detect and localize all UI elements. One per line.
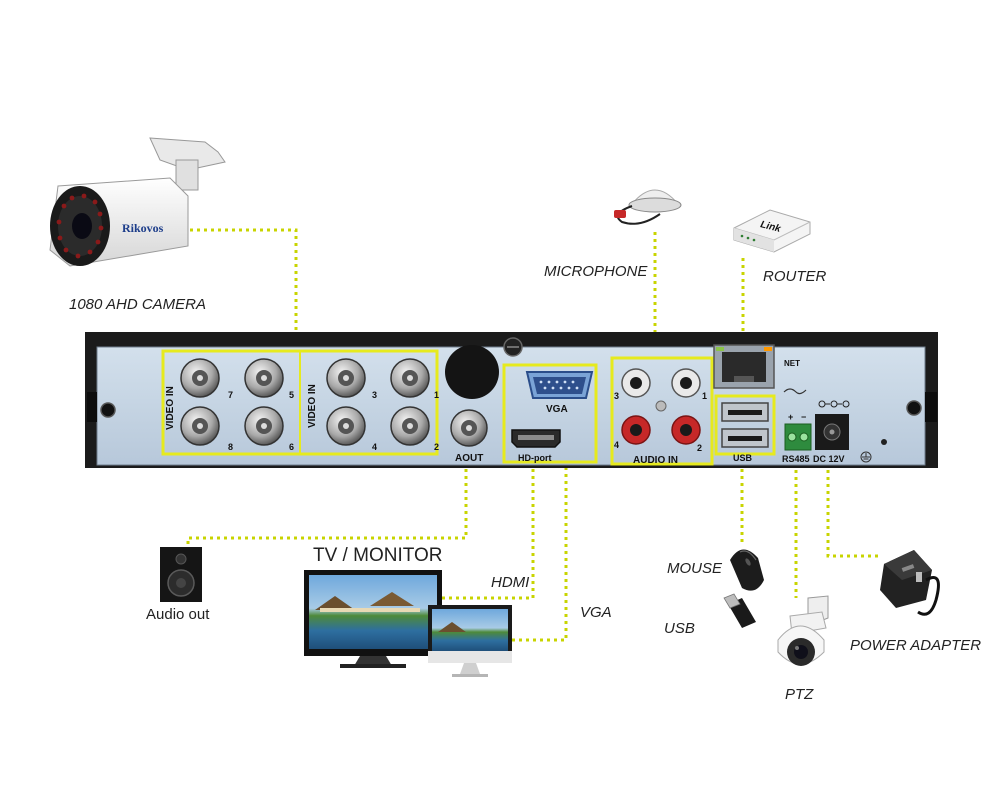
video-in-label-left: VIDEO IN [165, 386, 176, 430]
dc-label: DC 12V [813, 454, 845, 464]
bnc-connector[interactable] [180, 358, 220, 398]
channel-number: 8 [228, 442, 233, 452]
audio-in-label: AUDIO IN [633, 455, 678, 466]
bnc-connector[interactable] [180, 406, 220, 446]
tv-icon [304, 570, 442, 668]
rs485-terminal[interactable] [784, 423, 812, 451]
rca-jack[interactable] [621, 415, 651, 445]
rca-jack[interactable] [671, 415, 701, 445]
router-brand: Link [759, 219, 782, 235]
wire-hdmi [440, 462, 535, 600]
wire-power [826, 470, 882, 558]
usb-port[interactable] [721, 428, 769, 448]
audio-in-jacks [621, 368, 701, 445]
hd-port-label: HD-port [518, 453, 552, 463]
bnc-connector[interactable] [244, 406, 284, 446]
bnc-connector[interactable] [326, 406, 366, 446]
bnc-connector[interactable] [390, 406, 430, 446]
mouse-icon [730, 549, 764, 591]
router-icon: Link [733, 209, 811, 253]
channel-number: 6 [289, 442, 294, 452]
aout-connector[interactable] [450, 409, 488, 447]
ahd-camera: Rikovos [49, 137, 226, 267]
camera-brand: Rikovos [122, 221, 164, 235]
wire-audio-out [186, 462, 468, 545]
connection-wires [186, 228, 882, 642]
rs485-label: RS485 [782, 454, 810, 464]
channel-number: 7 [228, 390, 233, 400]
usb-highlight [714, 394, 776, 456]
usb-label: USB [733, 453, 753, 463]
bnc-connector[interactable] [244, 358, 284, 398]
video-in-label-right: VIDEO IN [307, 384, 318, 428]
channel-number: 1 [434, 390, 439, 400]
audio-out-label: Audio out [146, 606, 210, 623]
mouse-symbol-icon [783, 388, 807, 395]
cooling-fan [445, 345, 499, 399]
dc-polarity-icon [818, 400, 850, 408]
usb-port[interactable] [721, 402, 769, 422]
rca-jack[interactable] [621, 368, 651, 398]
speaker-icon [160, 547, 202, 602]
power-adapter-icon [880, 550, 940, 616]
ptz-camera-icon [777, 595, 829, 666]
audio-channel-number: 4 [614, 440, 619, 450]
mouse-label: MOUSE [667, 560, 723, 577]
usb-drive-icon [723, 593, 756, 628]
net-label: NET [784, 359, 800, 368]
monitor-icon [428, 605, 512, 677]
rs485-plus: + [788, 412, 793, 422]
power-adapter-label: POWER ADAPTER [850, 637, 982, 654]
bnc-connector[interactable] [390, 358, 430, 398]
usb-device-label: USB [664, 620, 695, 637]
hdmi-label: HDMI [491, 574, 530, 591]
rs485-minus: − [801, 412, 806, 422]
rca-jack[interactable] [671, 368, 701, 398]
channel-number: 4 [372, 442, 377, 452]
microphone-icon [614, 182, 682, 225]
wire-camera [190, 228, 298, 360]
channel-number: 5 [289, 390, 294, 400]
audio-in-highlight [610, 356, 714, 466]
channel-number: 3 [372, 390, 377, 400]
vga-port[interactable] [525, 371, 594, 399]
bnc-connectors [180, 358, 430, 446]
aout-label: AOUT [455, 453, 483, 464]
router-label: ROUTER [763, 268, 827, 285]
ground-screw [881, 439, 887, 445]
vga-cable-label: VGA [580, 604, 612, 621]
bnc-connector[interactable] [326, 358, 366, 398]
microphone-label: MICROPHONE [544, 263, 648, 280]
camera-label: 1080 AHD CAMERA [69, 296, 206, 313]
net-port[interactable] [713, 344, 775, 389]
audio-channel-number: 2 [697, 443, 702, 453]
dc-jack[interactable] [815, 414, 849, 450]
ptz-label: PTZ [785, 686, 814, 703]
vga-label: VGA [546, 404, 568, 415]
hdmi-port[interactable] [511, 429, 561, 448]
channel-number: 2 [434, 442, 439, 452]
video-out-highlight [502, 363, 598, 464]
tv-monitor-label: TV / MONITOR [313, 545, 443, 566]
ground-icon [860, 451, 872, 463]
audio-channel-number: 3 [614, 391, 619, 401]
audio-channel-number: 1 [702, 391, 707, 401]
